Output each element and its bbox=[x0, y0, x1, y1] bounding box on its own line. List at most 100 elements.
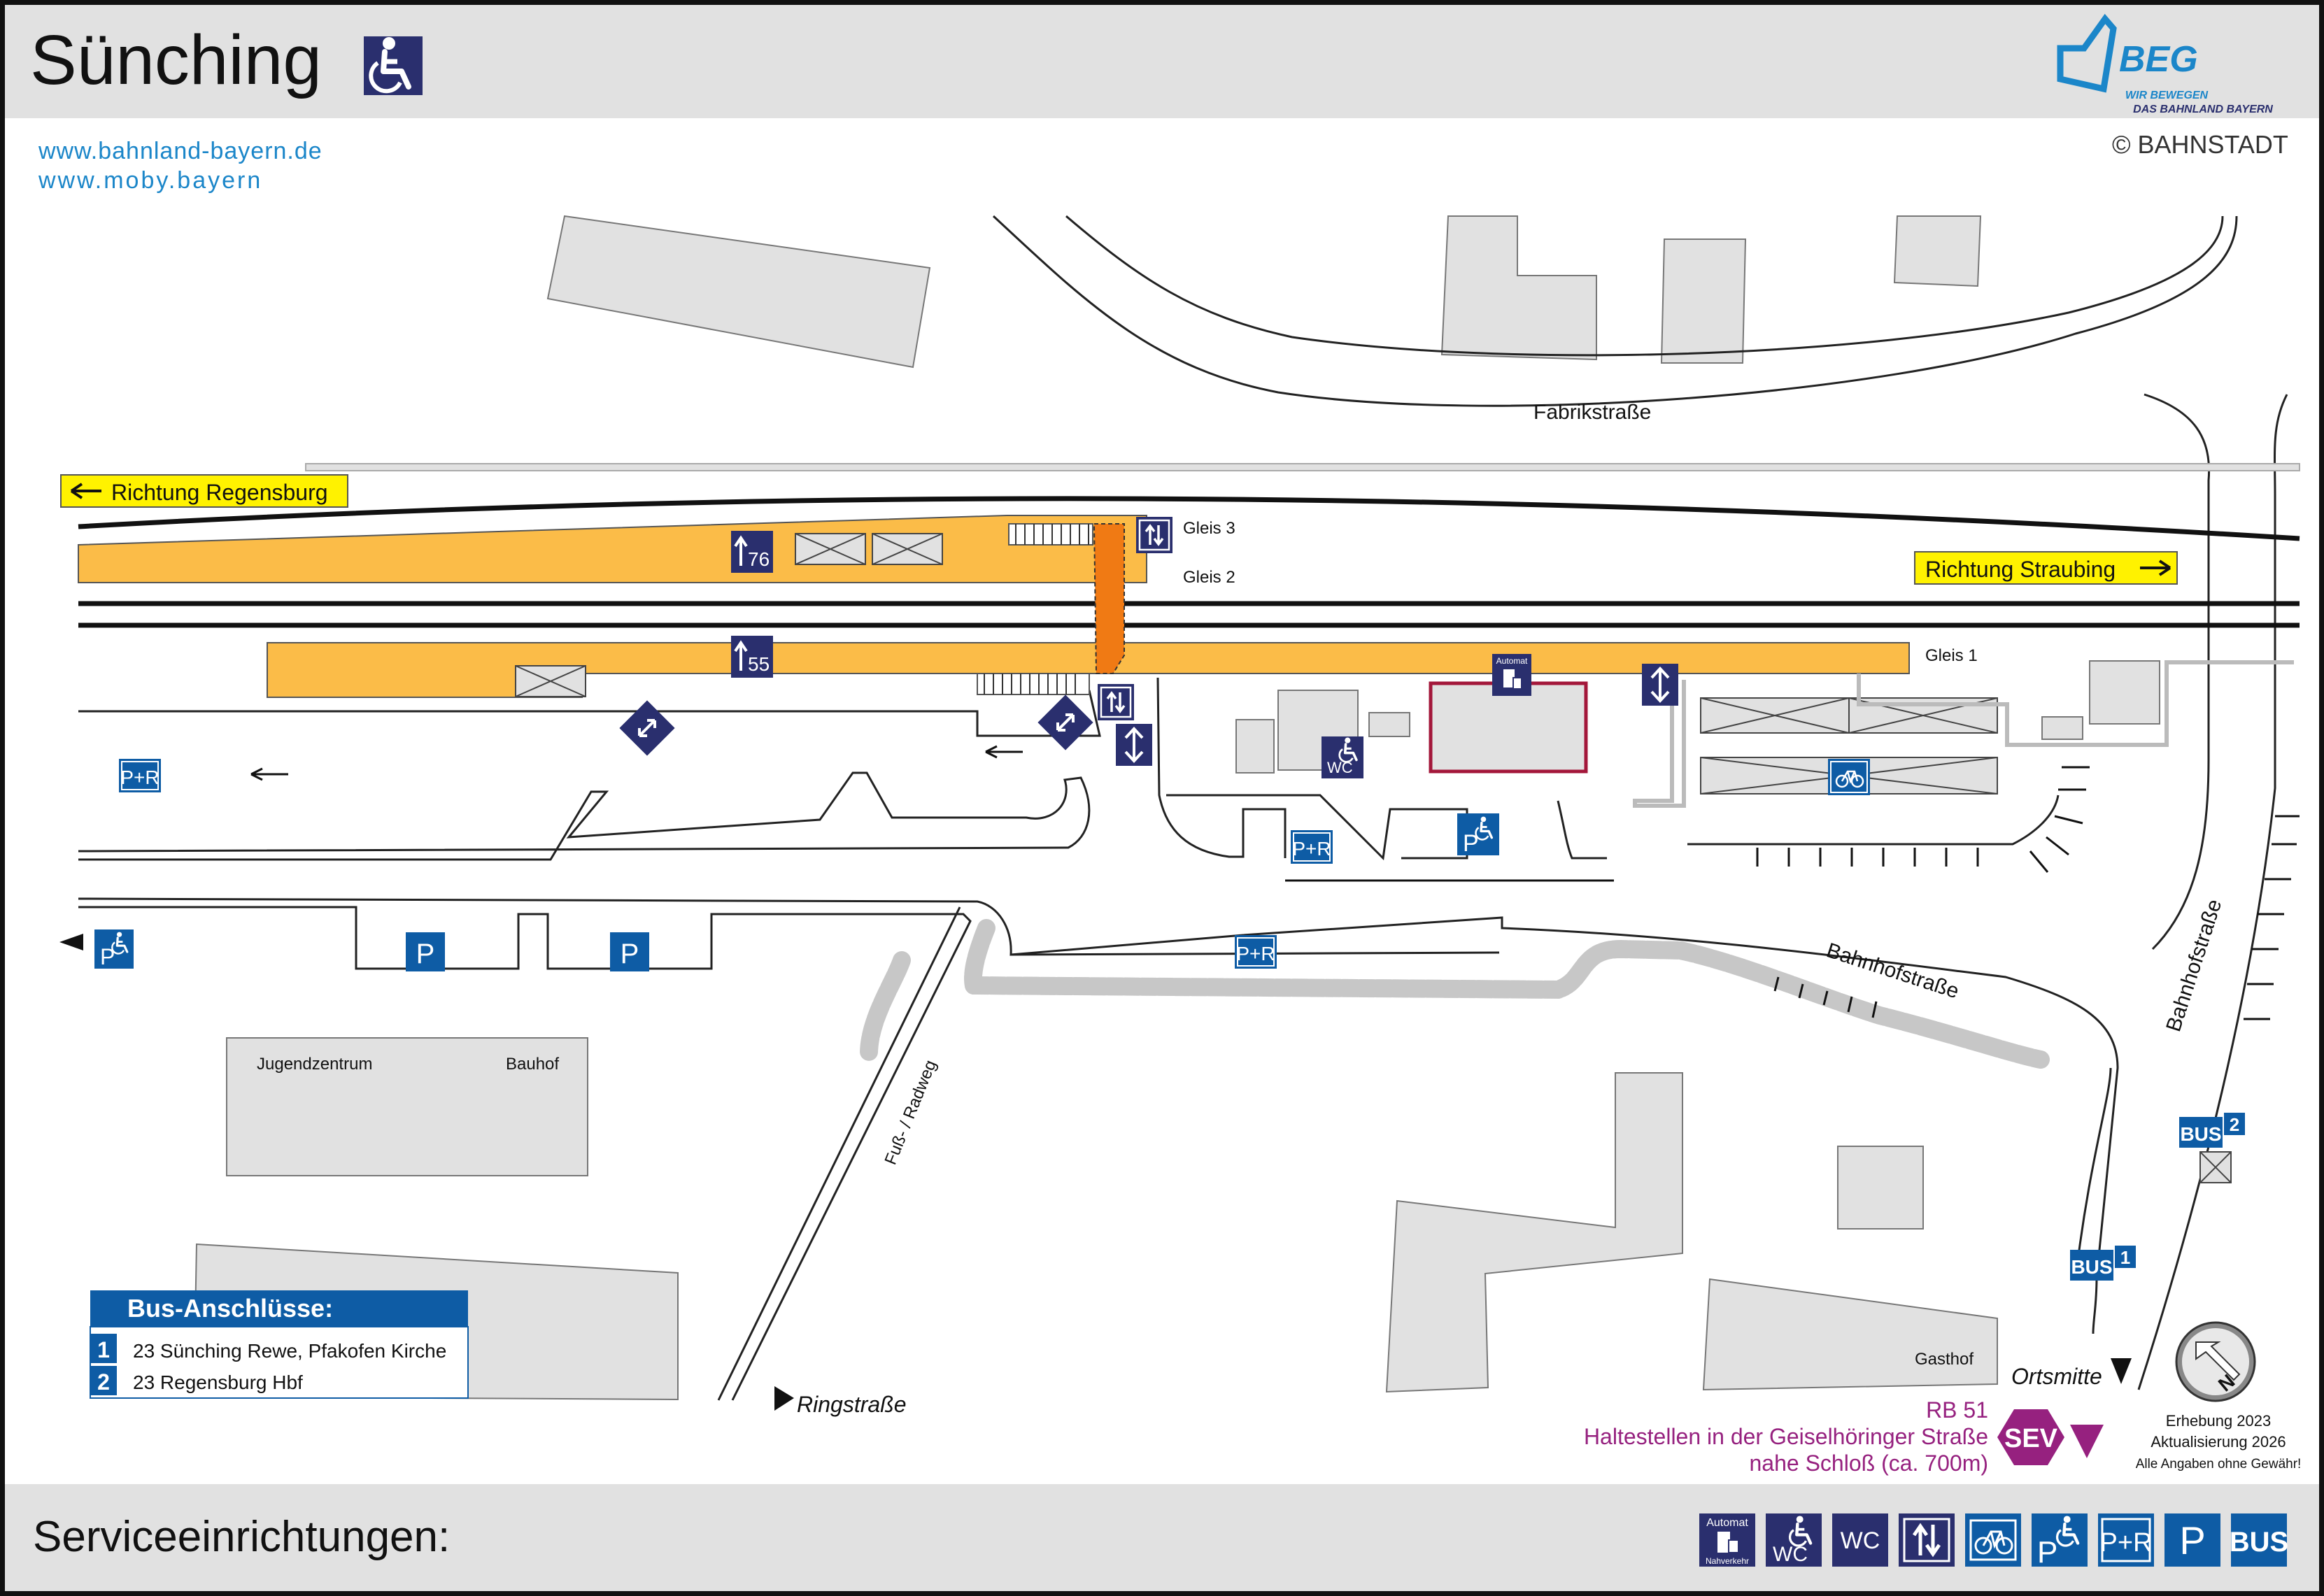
bus-connections-box: Bus-Anschlüsse: 1 2 23 Sünching Rewe, Pf… bbox=[90, 1290, 469, 1399]
svg-text:P+R: P+R bbox=[1236, 943, 1275, 964]
buildings bbox=[192, 215, 2160, 1401]
platform-height-south: 55 bbox=[731, 636, 773, 678]
platform-height-north-value: 76 bbox=[748, 548, 770, 570]
svg-text:2: 2 bbox=[2230, 1114, 2239, 1135]
ramp-diagonal-icon-underpass[interactable] bbox=[1036, 693, 1095, 752]
arrow-left-icon bbox=[70, 483, 101, 499]
platform-height-north: 76 bbox=[731, 531, 773, 573]
platform-gleis-2-3 bbox=[78, 515, 1147, 583]
survey-line-2: Aktualisierung 2026 bbox=[2151, 1433, 2286, 1451]
compass-north-icon: N bbox=[2175, 1321, 2256, 1402]
beg-slogan-1: WIR BEWEGEN bbox=[2125, 90, 2209, 101]
park-and-ride-icon-west[interactable]: P+R bbox=[119, 759, 161, 792]
station-map: BEG WIR BEWEGEN DAS BAHNLAND BAYERN © BA… bbox=[59, 13, 2302, 1569]
beg-slogan-2: DAS BAHNLAND BAYERN bbox=[2133, 104, 2273, 115]
svg-text:Nahverkehr: Nahverkehr bbox=[1706, 1556, 1749, 1566]
beg-brand: BEG bbox=[2119, 39, 2198, 80]
sev-badge-label: SEV bbox=[2004, 1424, 2058, 1453]
legend-wc-icon: WC bbox=[1832, 1513, 1888, 1567]
disabled-parking-icon-center[interactable]: P bbox=[1457, 813, 1499, 857]
stair-lines bbox=[984, 524, 1089, 694]
legend-park-and-ride-icon: P+R bbox=[2098, 1513, 2154, 1567]
disabled-parking-icon-west[interactable]: P bbox=[94, 929, 134, 969]
svg-text:BUS: BUS bbox=[2180, 1123, 2221, 1145]
direction-west: Richtung Regensburg bbox=[60, 474, 348, 508]
svg-text:BUS: BUS bbox=[2230, 1527, 2288, 1558]
stairs-updown-icon-underpass[interactable] bbox=[1114, 722, 1154, 767]
stairs-updown-icon-east[interactable] bbox=[1641, 662, 1680, 707]
survey-line-3: Alle Angaben ohne Gewähr! bbox=[2136, 1457, 2302, 1472]
street-fabrikstrasse: Fabrikstraße bbox=[1533, 401, 1651, 424]
bus-connection-row-1-num: 1 bbox=[97, 1337, 110, 1362]
svg-text:1: 1 bbox=[2120, 1247, 2130, 1268]
station-title: Sünching bbox=[30, 21, 322, 99]
svg-text:P: P bbox=[1463, 830, 1479, 857]
ortsmitte-label: Ortsmitte bbox=[2011, 1364, 2102, 1389]
arrow-down-icon bbox=[2111, 1358, 2132, 1384]
legend-parking-icon: P bbox=[2164, 1513, 2220, 1567]
street-bahnhofstrasse-2: Bahnhofstraße bbox=[2162, 897, 2226, 1034]
gleis-2-label: Gleis 2 bbox=[1183, 568, 1235, 587]
svg-text:P: P bbox=[2179, 1518, 2205, 1562]
building-bauhof-label: Bauhof bbox=[506, 1055, 559, 1074]
street-fuss-radweg: Fuß- / Radweg bbox=[881, 1057, 940, 1167]
svg-text:WC: WC bbox=[1327, 759, 1353, 776]
wc-icon-station[interactable]: WC bbox=[1322, 736, 1363, 778]
elevator-icon-gleis-3[interactable] bbox=[1135, 515, 1174, 555]
svg-text:WC: WC bbox=[1773, 1543, 1808, 1566]
legend-disabled-parking-icon: P bbox=[2032, 1513, 2088, 1569]
travel-center bbox=[1430, 683, 1587, 772]
hedges bbox=[860, 919, 2050, 1069]
street-bahnhofstrasse-1: Bahnhofstraße bbox=[1824, 939, 1962, 1003]
sev-hexagon-icon bbox=[1997, 1409, 2064, 1465]
bus-stop-1[interactable]: BUS 1 bbox=[2070, 1246, 2136, 1281]
ticket-machine-icon-platform[interactable]: Automat bbox=[1492, 654, 1531, 696]
svg-text:P: P bbox=[621, 939, 639, 969]
direction-east-label: Richtung Straubing bbox=[1925, 557, 2116, 582]
platform-height-south-value: 55 bbox=[748, 653, 770, 675]
parking-icon-1[interactable]: P bbox=[406, 932, 445, 971]
arrow-right-icon bbox=[2140, 560, 2171, 576]
building-n1 bbox=[1440, 215, 1597, 361]
elevator-icon-gleis-1[interactable] bbox=[1096, 683, 1135, 722]
direction-west-label: Richtung Regensburg bbox=[111, 480, 328, 505]
legend-elevator-icon bbox=[1899, 1513, 1955, 1567]
legend-bus-icon: BUS bbox=[2230, 1513, 2288, 1567]
sev-line-2: Haltestellen in der Geiselhöringer Straß… bbox=[1584, 1424, 1988, 1449]
park-and-ride-icon-south[interactable]: P+R bbox=[1235, 935, 1277, 969]
arrow-up-icon bbox=[734, 640, 748, 671]
svg-text:P: P bbox=[416, 939, 435, 969]
building-jugendzentrum bbox=[226, 1037, 588, 1176]
svg-text:P+R: P+R bbox=[1292, 838, 1331, 860]
website-link-moby[interactable]: www.moby.bayern bbox=[38, 167, 263, 194]
website-link-bahnland[interactable]: www.bahnland-bayern.de bbox=[38, 138, 323, 164]
legend-accessible-wc-icon: WC bbox=[1766, 1513, 1822, 1567]
gleis-1-label: Gleis 1 bbox=[1925, 646, 1978, 665]
svg-text:BUS: BUS bbox=[2071, 1256, 2112, 1278]
platforms bbox=[78, 515, 1910, 698]
svg-text:Automat: Automat bbox=[1496, 656, 1528, 666]
legend-bike-parking-icon bbox=[1965, 1513, 2021, 1567]
footpaths bbox=[1633, 660, 2294, 808]
title-wheelchair-icon bbox=[364, 36, 423, 95]
ramp-diagonal-icon-west[interactable] bbox=[618, 699, 676, 757]
bus-connection-row-2-text: 23 Regensburg Hbf bbox=[133, 1371, 303, 1393]
arrow-left-icon bbox=[250, 767, 288, 781]
bike-parking-icon[interactable] bbox=[1828, 759, 1870, 795]
sev-line-3: nahe Schloß (ca. 700m) bbox=[1750, 1451, 1989, 1476]
parking-icon-2[interactable]: P bbox=[610, 932, 649, 971]
roads bbox=[78, 215, 2288, 1401]
arrow-right-icon bbox=[774, 1386, 794, 1411]
svg-text:Automat: Automat bbox=[1706, 1517, 1748, 1529]
railway-tracks bbox=[78, 463, 2300, 628]
svg-text:P+R: P+R bbox=[120, 767, 159, 788]
bahnstadt-copyright: © BAHNSTADT bbox=[2112, 130, 2288, 159]
bus-connection-row-2-num: 2 bbox=[97, 1369, 110, 1395]
building-gasthof-label: Gasthof bbox=[1915, 1350, 1974, 1369]
underpass bbox=[1093, 523, 1125, 674]
park-and-ride-icon-center[interactable]: P+R bbox=[1291, 830, 1333, 864]
bus-stop-2[interactable]: BUS 2 bbox=[2179, 1113, 2245, 1183]
sev-info: RB 51 Haltestellen in der Geiselhöringer… bbox=[1584, 1397, 2104, 1476]
svg-text:P: P bbox=[2037, 1535, 2057, 1569]
arrow-left-icon bbox=[985, 745, 1023, 759]
